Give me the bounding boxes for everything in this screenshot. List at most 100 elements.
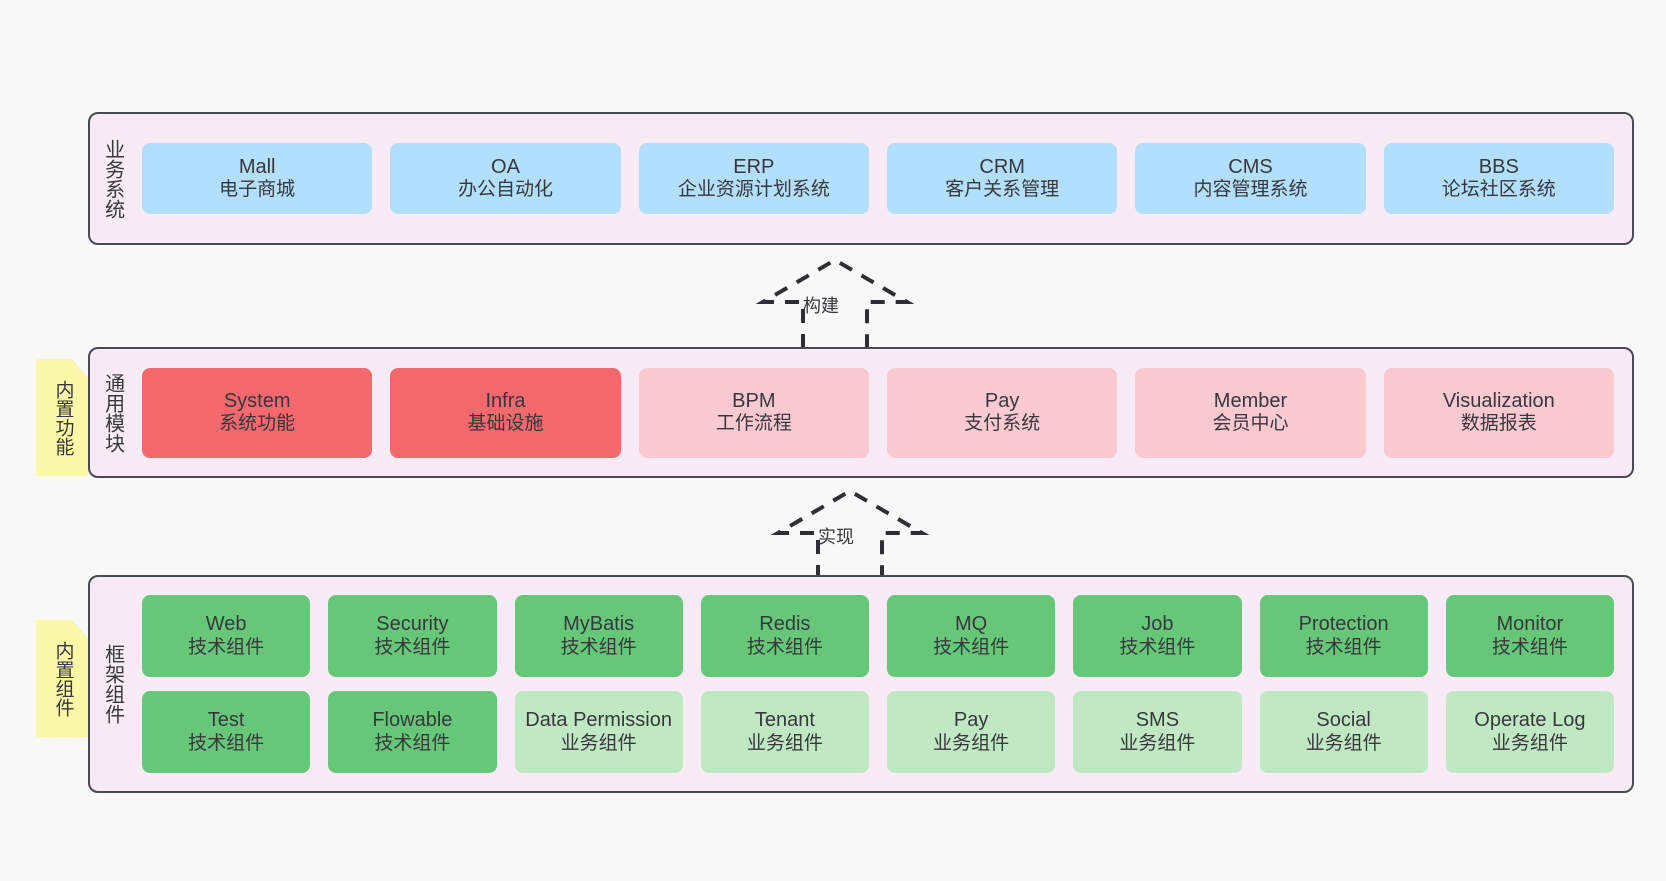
card-title: Data Permission <box>525 709 672 731</box>
card-crm[interactable]: CRM 客户关系管理 <box>886 143 1118 214</box>
card-title: Tenant <box>754 709 815 731</box>
card-social[interactable]: Social 业务组件 <box>1259 691 1428 773</box>
layer-body-framework-components: Web 技术组件 Security 技术组件 MyBatis 技术组件 Redi… <box>134 577 1632 791</box>
card-subtitle: 技术组件 <box>374 732 451 754</box>
layer-body-common-modules: System 系统功能 Infra 基础设施 BPM 工作流程 Pay 支付系统… <box>134 349 1632 476</box>
card-pay-business[interactable]: Pay 业务组件 <box>887 691 1056 773</box>
page-fold-icon <box>71 359 88 378</box>
card-mall[interactable]: Mall 电子商城 <box>142 143 373 214</box>
note-builtin-component: 内置组件 <box>36 620 88 737</box>
page-fold-icon <box>71 620 88 639</box>
card-subtitle: 技术组件 <box>188 636 265 658</box>
card-monitor[interactable]: Monitor 技术组件 <box>1445 595 1614 677</box>
layer-body-business-systems: Mall 电子商城 OA 办公自动化 ERP 企业资源计划系统 CRM 客户关系… <box>134 114 1632 243</box>
card-row: System 系统功能 Infra 基础设施 BPM 工作流程 Pay 支付系统… <box>142 367 1614 458</box>
card-subtitle: 论坛社区系统 <box>1441 179 1556 201</box>
connector-build: 构建 <box>745 256 925 348</box>
card-tenant[interactable]: Tenant 业务组件 <box>700 691 869 773</box>
card-subtitle: 业务组件 <box>933 732 1010 754</box>
layer-common-modules: 通用模块 System 系统功能 Infra 基础设施 BPM 工作流程 Pay… <box>88 347 1634 478</box>
card-title: Pay <box>953 709 989 731</box>
card-title: Job <box>1141 613 1174 635</box>
card-web[interactable]: Web 技术组件 <box>142 595 311 677</box>
card-title: BPM <box>732 389 776 412</box>
card-title: Redis <box>759 613 811 635</box>
card-subtitle: 工作流程 <box>715 413 792 435</box>
card-oa[interactable]: OA 办公自动化 <box>390 143 621 214</box>
card-subtitle: 技术组件 <box>188 732 265 754</box>
card-title: CMS <box>1228 155 1273 178</box>
card-subtitle: 技术组件 <box>933 636 1010 658</box>
card-title: Test <box>207 709 245 731</box>
card-title: Member <box>1213 389 1288 412</box>
card-subtitle: 数据报表 <box>1460 413 1537 435</box>
card-subtitle: 基础设施 <box>467 413 544 435</box>
card-title: Operate Log <box>1474 709 1586 731</box>
card-redis[interactable]: Redis 技术组件 <box>700 595 869 677</box>
card-subtitle: 业务组件 <box>1305 732 1382 754</box>
layer-framework-components: 框架组件 Web 技术组件 Security 技术组件 MyBatis 技术组件… <box>88 575 1634 793</box>
card-erp[interactable]: ERP 企业资源计划系统 <box>638 143 869 214</box>
card-test[interactable]: Test 技术组件 <box>142 691 311 773</box>
card-bbs[interactable]: BBS 论坛社区系统 <box>1383 143 1614 214</box>
card-subtitle: 业务组件 <box>746 732 823 754</box>
card-row: Test 技术组件 Flowable 技术组件 Data Permission … <box>142 691 1614 773</box>
card-subtitle: 会员中心 <box>1212 413 1289 435</box>
card-subtitle: 业务组件 <box>1119 732 1196 754</box>
note-builtin-function: 内置功能 <box>36 359 88 476</box>
card-title: Visualization <box>1442 389 1555 412</box>
card-subtitle: 技术组件 <box>746 636 823 658</box>
card-sms[interactable]: SMS 业务组件 <box>1073 691 1242 773</box>
card-title: Protection <box>1298 613 1389 635</box>
card-title: ERP <box>733 155 775 178</box>
card-title: MQ <box>955 613 988 635</box>
card-title: SMS <box>1135 709 1180 731</box>
card-flowable[interactable]: Flowable 技术组件 <box>328 691 497 773</box>
card-member[interactable]: Member 会员中心 <box>1135 367 1366 458</box>
card-title: Flowable <box>372 709 453 731</box>
card-visualization[interactable]: Visualization 数据报表 <box>1383 367 1614 458</box>
card-title: MyBatis <box>563 613 635 635</box>
card-subtitle: 技术组件 <box>560 636 637 658</box>
card-security[interactable]: Security 技术组件 <box>328 595 497 677</box>
connector-label-implement: 实现 <box>818 527 854 547</box>
card-title: Security <box>376 613 449 635</box>
card-title: System <box>223 389 291 412</box>
card-title: Web <box>205 613 247 635</box>
card-subtitle: 系统功能 <box>219 413 296 435</box>
card-data-permission[interactable]: Data Permission 业务组件 <box>514 691 683 773</box>
card-subtitle: 支付系统 <box>964 413 1041 435</box>
card-subtitle: 技术组件 <box>1119 636 1196 658</box>
card-bpm[interactable]: BPM 工作流程 <box>638 367 869 458</box>
card-subtitle: 技术组件 <box>1305 636 1382 658</box>
card-row: Mall 电子商城 OA 办公自动化 ERP 企业资源计划系统 CRM 客户关系… <box>142 143 1614 214</box>
card-row: Web 技术组件 Security 技术组件 MyBatis 技术组件 Redi… <box>142 595 1614 677</box>
layer-title-framework-components: 框架组件 <box>101 644 124 724</box>
layer-business-systems: 业务系统 Mall 电子商城 OA 办公自动化 ERP 企业资源计划系统 CRM… <box>88 112 1634 245</box>
card-cms[interactable]: CMS 内容管理系统 <box>1135 143 1366 214</box>
card-infra[interactable]: Infra 基础设施 <box>390 367 621 458</box>
card-subtitle: 技术组件 <box>1491 636 1568 658</box>
layer-title-business-systems: 业务系统 <box>101 138 124 219</box>
card-subtitle: 客户关系管理 <box>945 179 1060 201</box>
card-subtitle: 办公自动化 <box>457 179 553 201</box>
card-title: Monitor <box>1496 613 1564 635</box>
card-operate-log[interactable]: Operate Log 业务组件 <box>1445 691 1614 773</box>
connector-implement: 实现 <box>760 487 940 579</box>
card-pay[interactable]: Pay 支付系统 <box>886 367 1118 458</box>
connector-label-build: 构建 <box>803 296 839 316</box>
card-title: Mall <box>238 155 276 178</box>
card-mybatis[interactable]: MyBatis 技术组件 <box>514 595 683 677</box>
card-mq[interactable]: MQ 技术组件 <box>887 595 1056 677</box>
card-title: CRM <box>979 155 1025 178</box>
card-title: BBS <box>1478 155 1519 178</box>
card-protection[interactable]: Protection 技术组件 <box>1259 595 1428 677</box>
card-job[interactable]: Job 技术组件 <box>1073 595 1242 677</box>
card-title: OA <box>491 155 520 178</box>
card-subtitle: 技术组件 <box>374 636 451 658</box>
card-subtitle: 企业资源计划系统 <box>677 179 830 201</box>
card-system[interactable]: System 系统功能 <box>142 367 373 458</box>
card-title: Social <box>1316 709 1371 731</box>
card-subtitle: 业务组件 <box>1491 732 1568 754</box>
